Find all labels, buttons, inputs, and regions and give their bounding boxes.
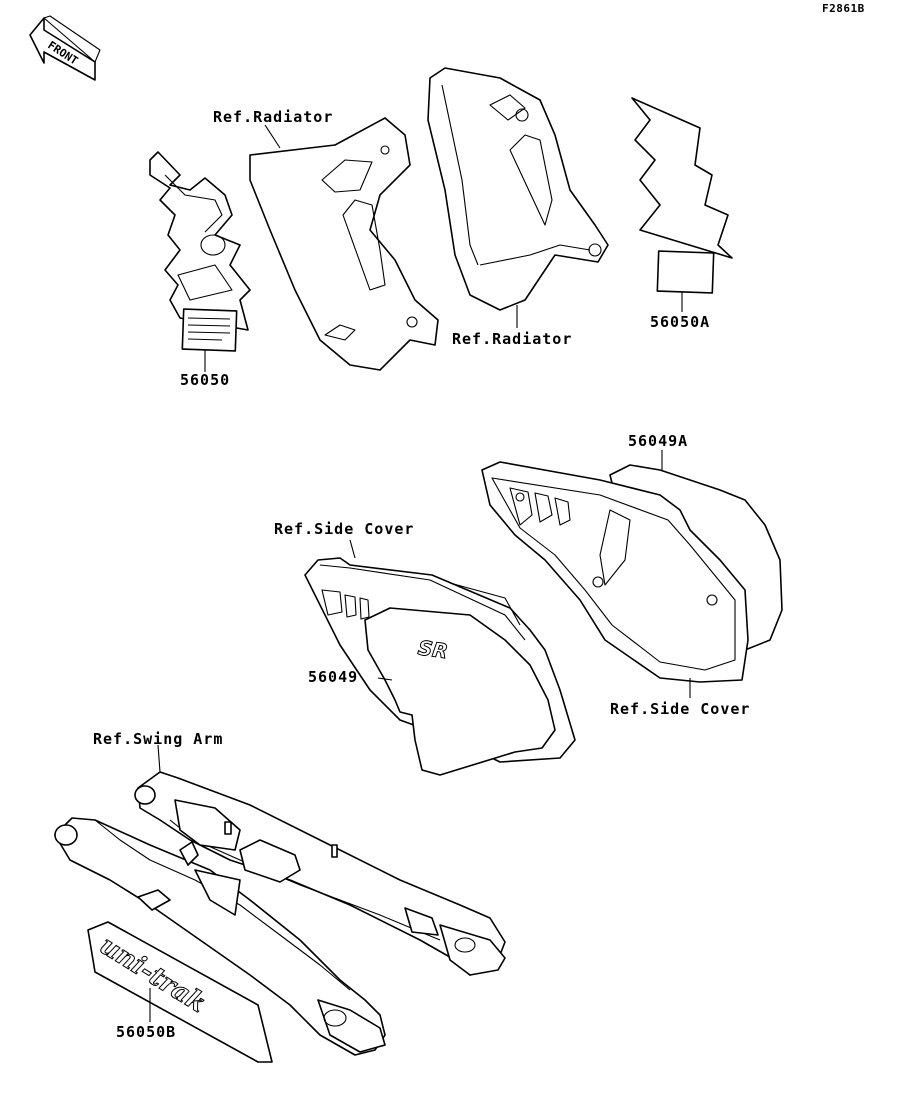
- label-ref-swing-arm: Ref.Swing Arm: [93, 730, 224, 748]
- side-cover-left: SR: [304, 539, 576, 776]
- side-cover-right: [481, 450, 783, 698]
- label-56050A: 56050A: [650, 313, 711, 331]
- swing-arm: [54, 744, 506, 1056]
- label-ref-radiator-right: Ref.Radiator: [452, 330, 573, 348]
- label-56049: 56049: [308, 668, 359, 686]
- radiator-shroud-right: [427, 67, 609, 328]
- front-arrow-icon: FRONT: [29, 15, 101, 81]
- label-56050: 56050: [180, 371, 231, 389]
- label-ref-radiator-left: Ref.Radiator: [213, 108, 334, 126]
- figure-code: F2861B: [822, 2, 865, 15]
- kx-decal: [149, 151, 251, 372]
- radiator-shroud-left: [249, 117, 439, 371]
- label-ref-side-cover-right: Ref.Side Cover: [610, 700, 751, 718]
- label-56049A: 56049A: [628, 432, 689, 450]
- label-56050B: 56050B: [116, 1023, 177, 1041]
- number-plate-decal: [631, 97, 733, 312]
- label-ref-side-cover-left: Ref.Side Cover: [274, 520, 415, 538]
- side-cover-decal-text: SR: [417, 635, 450, 663]
